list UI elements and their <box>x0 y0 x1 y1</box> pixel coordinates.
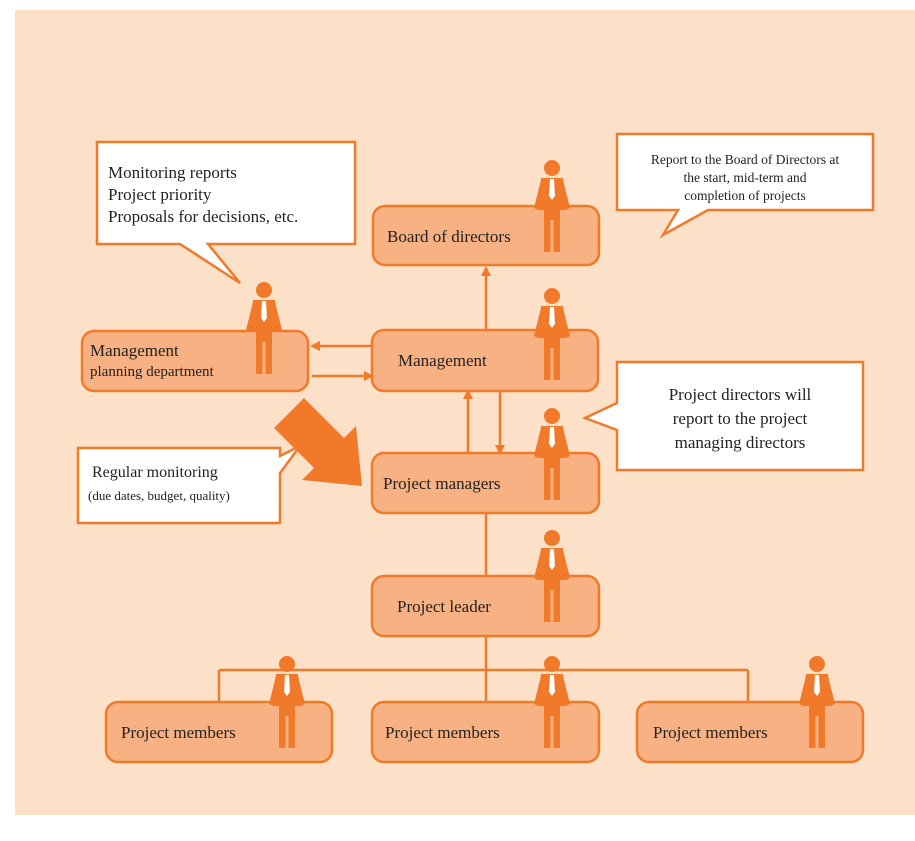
managers-label: Project managers <box>383 474 501 493</box>
board-report-line-2: the start, mid-term and <box>684 170 807 185</box>
box-managers <box>370 451 601 515</box>
callout-board-report <box>615 132 875 239</box>
monitoring-line-1: Monitoring reports <box>108 163 237 182</box>
callout-directors-report <box>581 360 865 472</box>
box-members-2 <box>370 700 601 764</box>
box-members-1 <box>104 700 334 764</box>
directors-report-line-1: Project directors will <box>669 385 812 404</box>
directors-report-line-2: report to the project <box>673 409 808 428</box>
directors-report-line-3: managing directors <box>675 433 806 452</box>
diagram-canvas: Board of directors Management Management… <box>15 10 915 815</box>
board-label: Board of directors <box>387 227 511 246</box>
callout-regular <box>76 444 302 525</box>
members-label-2: Project members <box>385 723 500 742</box>
members-label-1: Project members <box>121 723 236 742</box>
box-planning <box>80 329 310 393</box>
management-label: Management <box>398 351 487 370</box>
board-report-line-1: Report to the Board of Directors at <box>651 152 839 167</box>
planning-label-line1: Management <box>90 341 179 360</box>
big-arrow-icon <box>274 398 362 486</box>
node-boxes <box>80 204 865 764</box>
box-leader <box>370 574 601 638</box>
monitoring-line-2: Project priority <box>108 185 212 204</box>
regular-line-2: (due dates, budget, quality) <box>88 488 230 503</box>
arrows <box>310 266 505 455</box>
callout-monitoring <box>95 140 357 285</box>
board-report-line-3: completion of projects <box>684 188 805 203</box>
callouts <box>76 132 875 525</box>
node-labels: Board of directors Management Management… <box>90 227 768 742</box>
callout-texts: Monitoring reports Project priority Prop… <box>88 152 839 503</box>
box-members-3 <box>635 700 865 764</box>
box-board <box>371 204 601 267</box>
regular-line-1: Regular monitoring <box>92 464 218 481</box>
leader-label: Project leader <box>397 597 491 616</box>
box-management <box>370 328 600 393</box>
planning-label-line2: planning department <box>90 364 215 380</box>
monitoring-line-3: Proposals for decisions, etc. <box>108 207 298 226</box>
members-label-3: Project members <box>653 723 768 742</box>
connector-lines <box>217 513 750 702</box>
